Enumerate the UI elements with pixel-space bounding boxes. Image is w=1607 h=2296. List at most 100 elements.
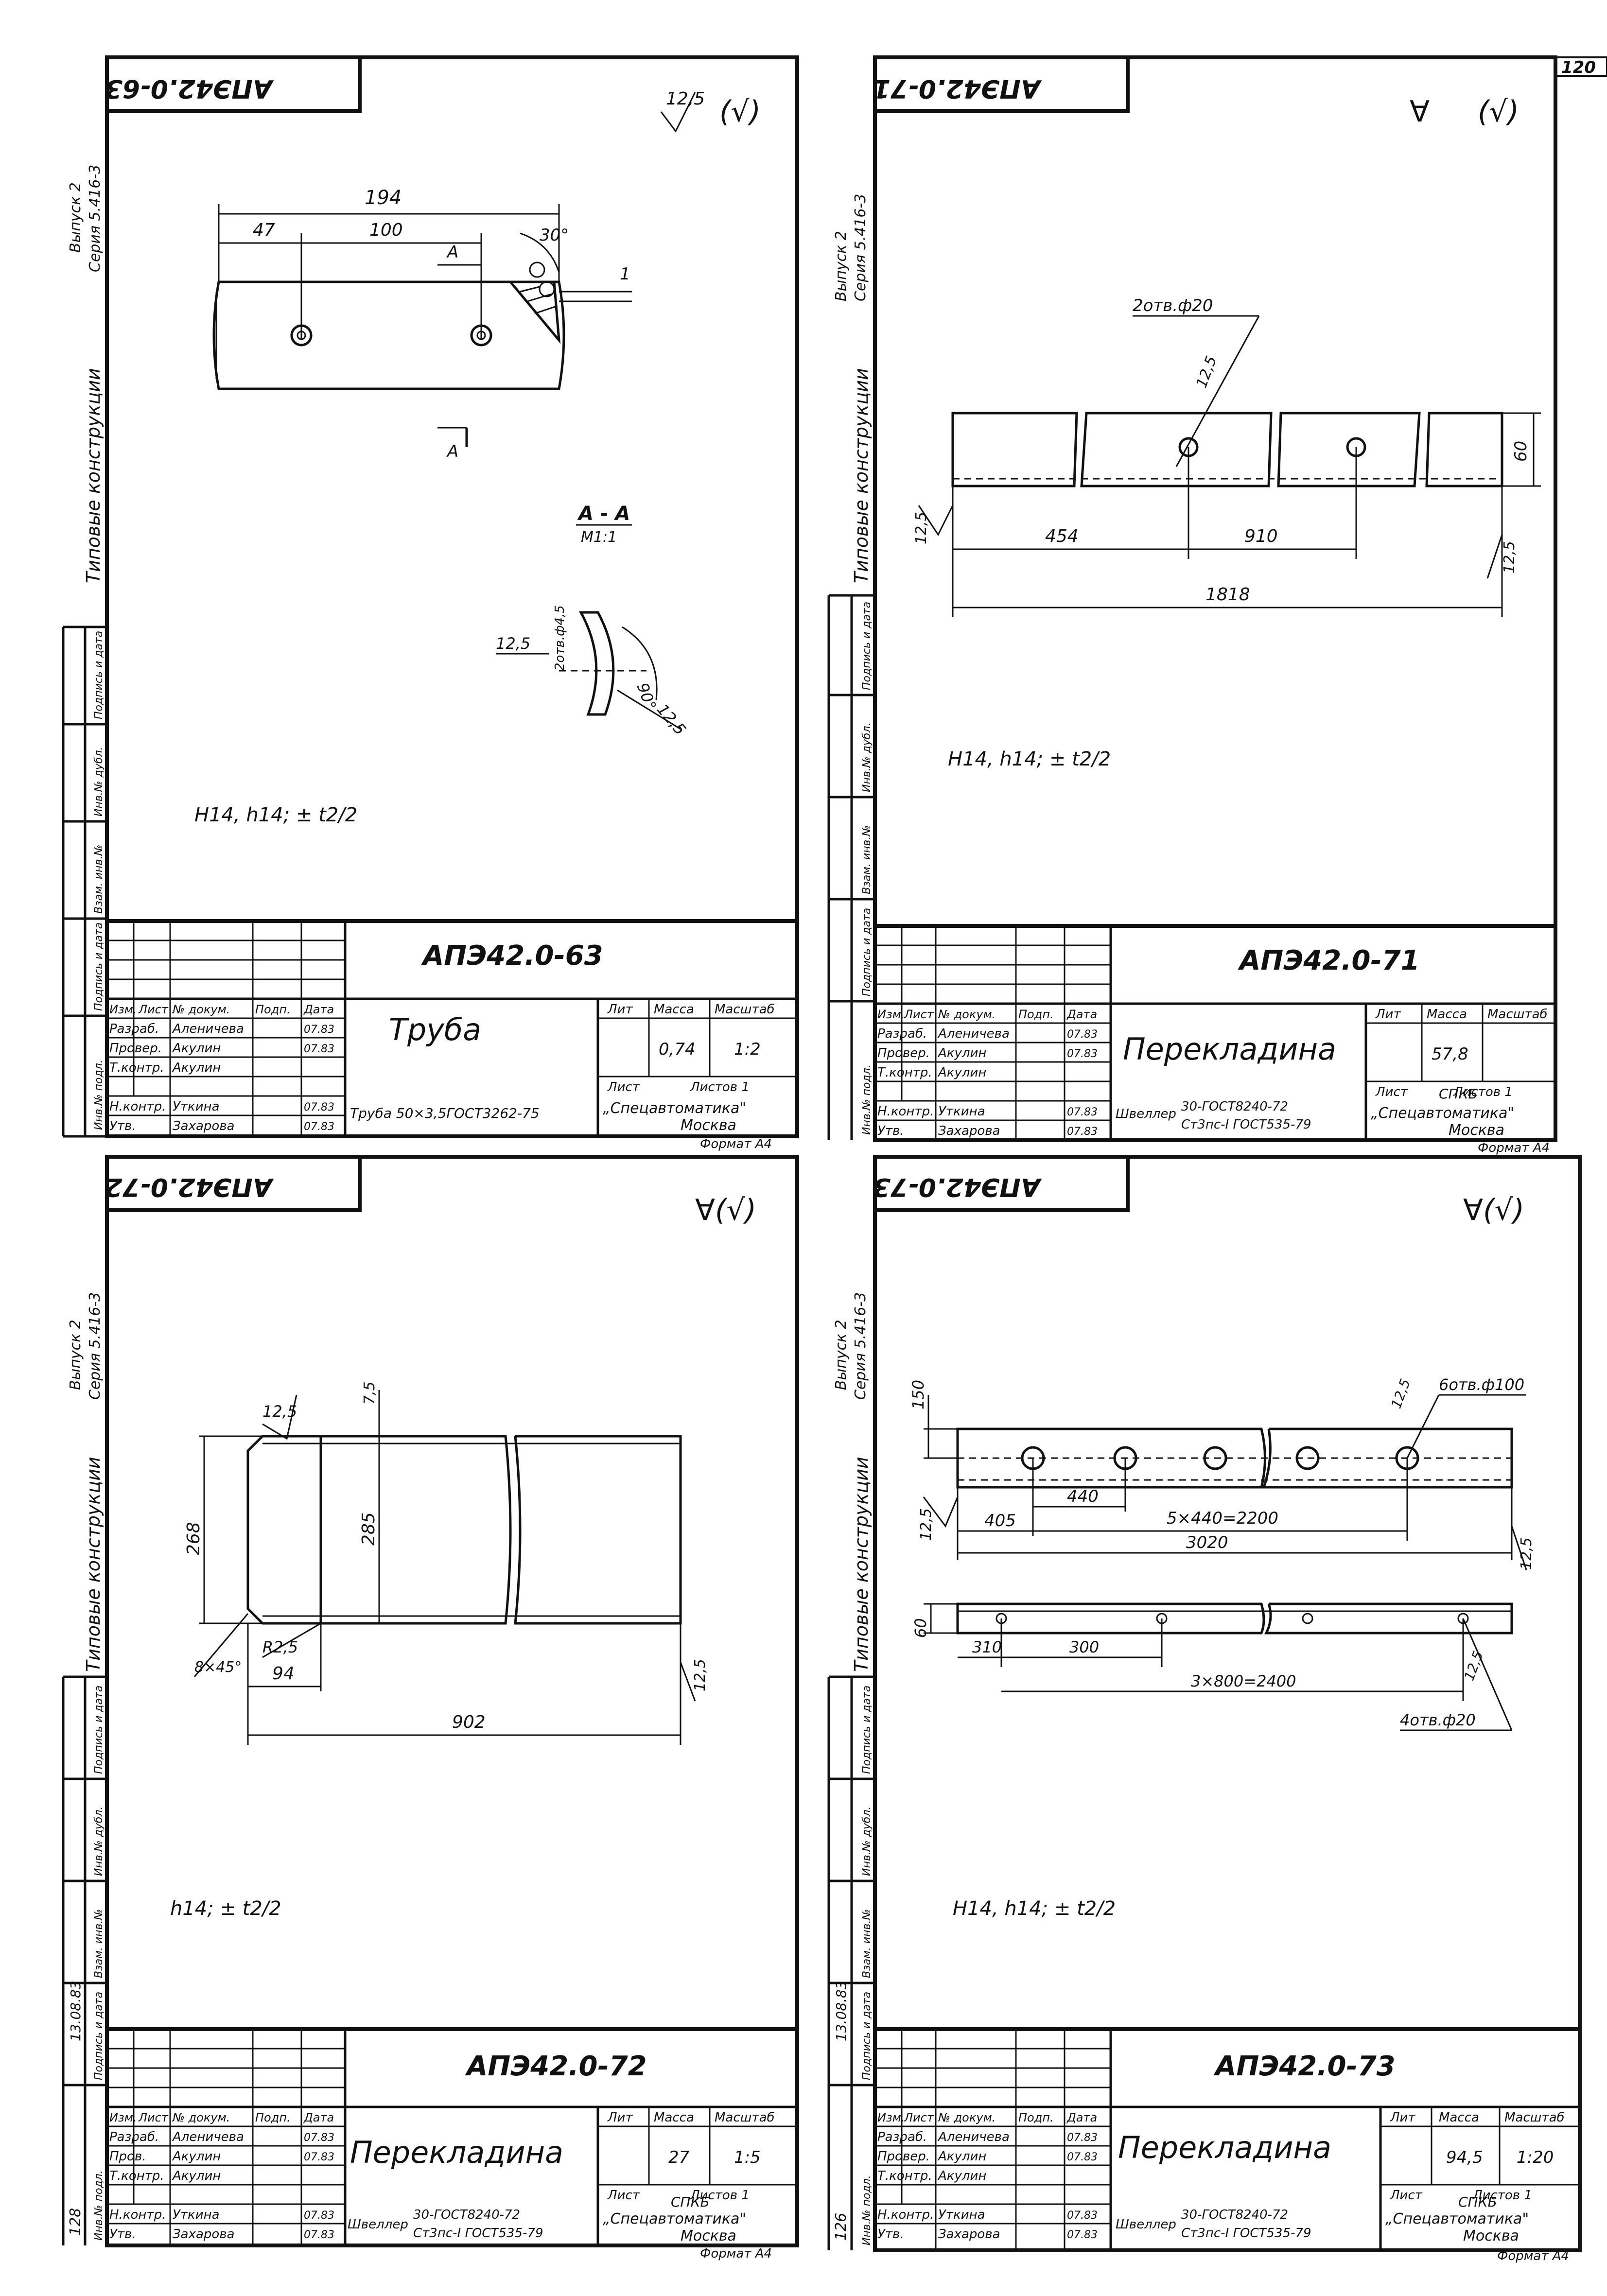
tb-role-4: Н.контр. (109, 1099, 166, 1114)
sheet-frame (873, 1155, 1582, 2252)
series-number: Серия 5.416-3 (852, 194, 869, 301)
tb-person-3: Акулин (937, 1065, 986, 1080)
dim-holes: 2отв.ф20 (1133, 296, 1213, 315)
drawing-sheet-73: Выпуск 2 Серия 5.416-3 Типовые конструкц… (827, 1155, 1582, 2263)
tb-person-1: Аленичева (937, 2130, 1010, 2144)
tb-lit-label: Лит (1390, 2110, 1415, 2125)
tb-head-izm: Изм. (877, 2111, 905, 2124)
dim-910: 910 (1244, 526, 1278, 546)
series-number: Серия 5.416-3 (852, 1292, 869, 1400)
dim-4-holes: 4отв.ф20 (1400, 1711, 1476, 1729)
tb-head-doc: № докум. (937, 1008, 996, 1021)
tb-head-doc: № докум. (172, 2111, 230, 2124)
roughness-sign: ∀(√) (1463, 1193, 1524, 1227)
hole-3 (1203, 1446, 1227, 1470)
tb-date-5: 07.83 (304, 1121, 334, 1133)
tb-date-2: 07.83 (1067, 2151, 1098, 2163)
tb-org: „Спецавтоматика" (1371, 1105, 1514, 1122)
tb-date-5: 07.83 (304, 2229, 334, 2241)
side-box-sign-date-2: Подпись и дата (93, 1992, 105, 2080)
dim-60: 60 (1511, 441, 1531, 462)
tb-mass: 57,8 (1432, 1044, 1468, 1064)
section-mark-top: А (446, 243, 458, 262)
series-number: Серия 5.416-3 (87, 165, 104, 272)
roughness-sign: (√) (719, 95, 761, 129)
side-box-sign-date-2: Подпись и дата (861, 908, 873, 996)
tb-person-3: Акулин (172, 1061, 221, 1075)
tb-date-2: 07.83 (304, 1043, 334, 1055)
tb-org-short: СПКБ (1439, 1086, 1478, 1102)
beam-body-2 (514, 1435, 682, 1625)
tb-org: „Спецавтоматика" (603, 2210, 746, 2227)
side-box-inv-orig: Инв.№ подл. (861, 2175, 873, 2245)
series-issue: Выпуск 2 (67, 1320, 84, 1390)
tb-role-2: Провер. (877, 2149, 930, 2164)
side-inv-number: 128 (67, 2208, 84, 2236)
title-name: Перекладина (350, 2135, 563, 2170)
tb-head-list: Лист (138, 2111, 169, 2124)
tb-format: Формат А4 (1497, 2249, 1569, 2263)
dim-roughness-left: 12,5 (918, 1508, 935, 1541)
dim-454: 454 (1045, 526, 1079, 546)
small-hole-3 (1302, 1613, 1313, 1624)
tb-head-sign: Подп. (255, 1003, 291, 1016)
series-issue: Выпуск 2 (833, 1320, 850, 1390)
tb-person-5: Захарова (173, 1119, 235, 1133)
mirror-stamp-box (105, 55, 362, 113)
tb-mass: 27 (668, 2148, 690, 2167)
roughness-value: ∀ (1410, 95, 1430, 129)
tb-city: Москва (1449, 1122, 1504, 1139)
roughness-mark (660, 92, 696, 133)
tb-scale: 1:20 (1517, 2148, 1554, 2167)
tb-person-5: Захарова (938, 1124, 1000, 1138)
tb-material-2: Ст3пс-I ГОСТ535-79 (1181, 2226, 1311, 2241)
tb-role-3: Т.контр. (109, 2169, 164, 2183)
beam-end (246, 1435, 322, 1625)
side-label: Типовые конструкции (83, 1457, 104, 1672)
tb-scale: 1:2 (734, 1040, 761, 1059)
beam-segment-3 (1277, 412, 1421, 487)
roughness-value: 12,5 (666, 89, 705, 109)
beam-segment-2 (1080, 412, 1273, 487)
beam-top-1 (956, 1427, 1266, 1489)
hole-4 (1295, 1446, 1320, 1470)
beam-top-2 (1262, 1427, 1513, 1489)
tb-sheets-label: Листов 1 (1472, 2188, 1532, 2203)
mirror-stamp-box (873, 1155, 1130, 1212)
tb-date-4: 07.83 (1067, 1106, 1098, 1118)
title-code: АПЭ42.0-72 (465, 2051, 647, 2082)
tb-sheets-label: Листов 1 (690, 1080, 750, 1095)
tb-head-date: Дата (303, 1003, 334, 1016)
tb-head-date: Дата (1066, 2111, 1097, 2124)
tb-date-4: 07.83 (1067, 2209, 1098, 2222)
tb-date-4: 07.83 (304, 2209, 334, 2222)
beam-segment-4 (1425, 412, 1503, 487)
tb-head-sign: Подп. (255, 2111, 291, 2124)
series-issue: Выпуск 2 (67, 182, 84, 253)
dim-268: 268 (184, 1522, 204, 1555)
section-holes: 2отв.ф4,5 (553, 605, 567, 671)
tb-org-short: СПКБ (671, 2194, 710, 2210)
tb-date-2: 07.83 (1067, 1048, 1098, 1060)
tb-person-1: Аленичева (172, 1022, 244, 1036)
tb-date-5: 07.83 (1067, 1126, 1098, 1138)
side-box-sign-date-2: Подпись и дата (861, 1992, 873, 2080)
tb-person-5: Захарова (173, 2227, 235, 2242)
tb-person-1: Аленичева (172, 2130, 244, 2144)
title-block (105, 919, 799, 1138)
tb-format: Формат А4 (1478, 1141, 1550, 1155)
dim-7-5: 7,5 (361, 1381, 378, 1405)
section-mark-bottom: А (446, 442, 458, 461)
tb-date-1: 07.83 (1067, 2132, 1098, 2144)
tb-person-3: Акулин (172, 2169, 221, 2183)
tb-date-1: 07.83 (1067, 1028, 1098, 1041)
roughness-sign: (√) (1478, 95, 1519, 129)
dim-roughness-right: 12,5 (1501, 541, 1518, 574)
tb-date-1: 07.83 (304, 2132, 334, 2144)
side-date: 13.08.83 (68, 1981, 84, 2041)
title-code: АПЭ42.0-73 (1213, 2051, 1396, 2082)
pipe-outline (212, 280, 565, 390)
dim-300: 300 (1069, 1638, 1099, 1656)
dim-440: 440 (1067, 1487, 1099, 1506)
